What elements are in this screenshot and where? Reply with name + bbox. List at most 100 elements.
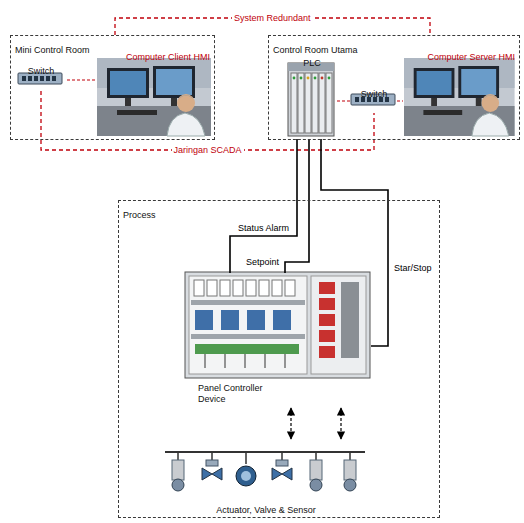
workstation-photo-part bbox=[458, 66, 499, 98]
node-label: Control Room Utama bbox=[273, 45, 358, 56]
field-devices-photo-part bbox=[310, 460, 322, 480]
field-devices: Actuator, Valve & Sensor bbox=[151, 439, 381, 513]
workstation-photo-part bbox=[97, 106, 211, 136]
workstation-photo-part bbox=[431, 98, 437, 106]
plc-rack-photo-part bbox=[321, 77, 324, 80]
field-devices-photo-part bbox=[276, 460, 288, 466]
hmi-client: Computer Client HMI bbox=[96, 43, 214, 138]
node-label: Panel Controller Device bbox=[198, 383, 280, 405]
control-panel-photo-part bbox=[194, 280, 204, 296]
workstation-photo bbox=[97, 58, 211, 136]
switch-icon-part bbox=[34, 76, 38, 81]
workstation-photo-part bbox=[97, 58, 211, 136]
plc-rack-photo-part bbox=[319, 73, 325, 133]
workstation-photo-part bbox=[177, 94, 195, 112]
plc-rack-photo-part bbox=[312, 73, 318, 133]
control-panel-photo-part bbox=[189, 276, 307, 374]
plc-rack-photo-part bbox=[298, 73, 304, 133]
workstation-photo-part bbox=[482, 95, 499, 101]
field-devices-photo-part bbox=[344, 479, 356, 491]
field-devices-photo-part bbox=[202, 468, 222, 480]
control-panel-photo-part bbox=[341, 282, 359, 358]
control-panel-photo-part bbox=[207, 280, 217, 296]
room-boundary: Control Room UtamaPLC Switch Computer Serv… bbox=[268, 35, 520, 140]
signal-wire bbox=[230, 139, 297, 273]
switch-icon-part bbox=[355, 97, 359, 102]
control-panel-photo-part bbox=[233, 280, 243, 296]
plc-rack-photo-part bbox=[288, 63, 334, 136]
control-panel-photo-part bbox=[195, 310, 213, 330]
switch-icon-part bbox=[46, 76, 50, 81]
control-panel-photo bbox=[185, 272, 370, 378]
signal-wire bbox=[321, 139, 388, 346]
field-devices-photo-part bbox=[310, 479, 322, 491]
plc-rack-photo-part bbox=[314, 77, 317, 80]
panel-controller: Panel Controller Device bbox=[186, 273, 371, 408]
workstation-photo-part bbox=[476, 98, 482, 106]
control-panel-photo-part bbox=[319, 346, 335, 358]
scada-network-link bbox=[41, 91, 374, 150]
field-link bbox=[290, 408, 291, 439]
control-panel-photo-part bbox=[195, 344, 299, 354]
node-label: Computer Server HMI bbox=[427, 52, 515, 63]
redundancy-link bbox=[115, 18, 430, 35]
control-panel-photo-part bbox=[246, 280, 256, 296]
workstation-photo-part bbox=[177, 95, 195, 101]
control-panel-photo-part bbox=[191, 334, 305, 339]
switch-icon-part bbox=[28, 76, 32, 81]
control-panel-photo-part bbox=[259, 280, 269, 296]
field-devices-photo-part bbox=[236, 466, 256, 486]
hmi-server: Computer Server HMI bbox=[403, 43, 519, 138]
control-panel-photo-part bbox=[319, 314, 335, 326]
workstation-photo-part bbox=[414, 68, 455, 98]
node-label: Switch bbox=[361, 89, 388, 100]
field-link bbox=[340, 408, 341, 439]
plc-rack-photo-part bbox=[305, 73, 311, 133]
workstation-photo-part bbox=[472, 113, 509, 136]
control-panel-photo-part bbox=[221, 310, 239, 330]
node-label: Actuator, Valve & Sensor bbox=[216, 505, 315, 516]
plc-rack-photo bbox=[288, 63, 334, 136]
node-label: Switch bbox=[28, 66, 55, 77]
connector-label: System Redundant bbox=[232, 13, 313, 24]
workstation-photo-part bbox=[107, 68, 149, 98]
plc-rack-photo-part bbox=[291, 73, 297, 133]
control-panel-photo-part bbox=[272, 280, 282, 296]
field-devices-photo-part bbox=[272, 468, 292, 480]
control-panel-photo-part bbox=[319, 282, 335, 294]
room-boundary: Mini Control RoomSwitchComputer Client H… bbox=[10, 35, 215, 140]
control-panel-photo-part bbox=[273, 310, 291, 330]
network-switch: Switch bbox=[15, 59, 67, 91]
network-switch: Switch bbox=[351, 81, 397, 113]
workstation-photo-part bbox=[153, 66, 195, 98]
field-devices-photo-part bbox=[344, 460, 356, 480]
control-panel-photo-part bbox=[191, 300, 305, 305]
plc-rack-photo-part bbox=[293, 77, 296, 80]
field-devices-photo bbox=[165, 452, 365, 491]
workstation-photo-part bbox=[171, 98, 177, 106]
network-cable bbox=[337, 100, 351, 101]
connector-label: Star/Stop bbox=[392, 263, 434, 274]
workstation-photo bbox=[404, 58, 515, 136]
control-panel-photo-part bbox=[319, 330, 335, 342]
control-panel-photo-part bbox=[285, 280, 295, 296]
field-devices-photo-part bbox=[172, 479, 184, 491]
switch-icon-part bbox=[52, 76, 56, 81]
control-panel-photo-part bbox=[205, 354, 285, 368]
field-devices-photo-part bbox=[206, 460, 218, 466]
plc-rack: PLC bbox=[287, 51, 337, 139]
workstation-photo-part bbox=[167, 113, 205, 136]
connector-label: Jaringan SCADA bbox=[172, 145, 244, 156]
workstation-photo-part bbox=[404, 106, 515, 136]
network-cable bbox=[67, 79, 96, 80]
node-label: Process bbox=[123, 210, 156, 221]
plc-rack-photo-part bbox=[328, 77, 331, 80]
node-label: Computer Client HMI bbox=[126, 52, 210, 63]
connector-label: Status Alarm bbox=[236, 223, 291, 234]
control-panel-photo-part bbox=[185, 272, 370, 378]
plc-rack-photo-part bbox=[307, 77, 310, 80]
control-panel-photo-part bbox=[247, 310, 265, 330]
